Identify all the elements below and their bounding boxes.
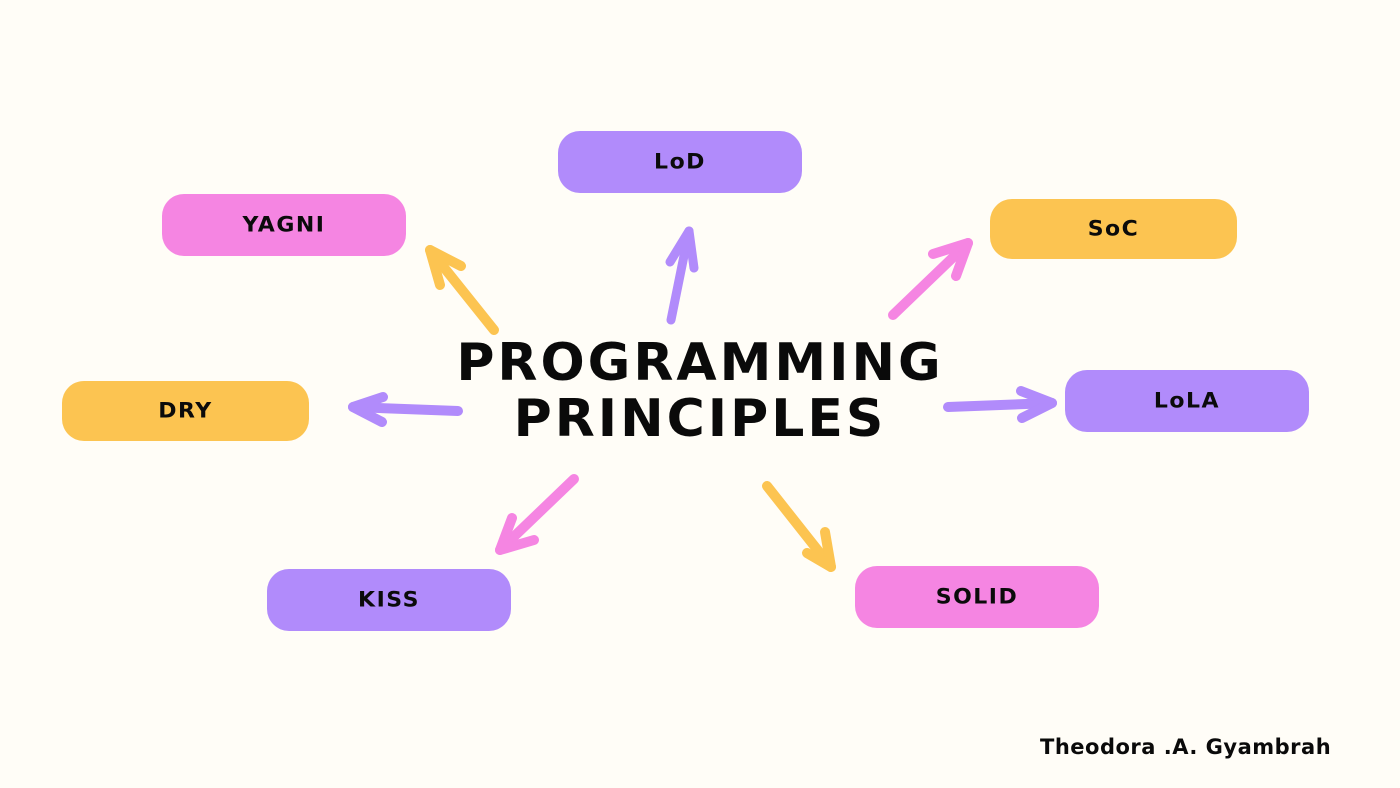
- node-soc-label: SoC: [1087, 217, 1140, 241]
- node-lod-label: LoD: [654, 150, 706, 174]
- node-yagni: YAGNI: [162, 194, 406, 256]
- node-lod: LoD: [558, 131, 802, 193]
- node-dry: DRY: [62, 381, 309, 441]
- title-line-1: PROGRAMMING: [456, 333, 944, 393]
- node-yagni-label: YAGNI: [242, 213, 326, 237]
- node-soc: SoC: [990, 199, 1237, 259]
- arrow-to-yagni-icon: [425, 245, 499, 335]
- arrow-to-solid-icon: [762, 481, 836, 572]
- arrow-to-soc-icon: [888, 238, 973, 320]
- node-dry-label: DRY: [158, 399, 213, 423]
- arrow-to-kiss-icon: [495, 474, 579, 555]
- arrow-to-lola-icon: [943, 386, 1057, 423]
- author-credit: Theodora .A. Gyambrah: [1040, 735, 1332, 759]
- node-solid: SOLID: [855, 566, 1099, 628]
- title-line-2: PRINCIPLES: [513, 389, 887, 449]
- node-lola: LoLA: [1065, 370, 1309, 432]
- node-kiss-label: KISS: [358, 588, 420, 612]
- node-solid-label: SOLID: [935, 585, 1019, 609]
- arrow-to-lod-icon: [665, 226, 699, 325]
- arrow-to-dry-icon: [348, 392, 463, 427]
- node-kiss: KISS: [267, 569, 511, 631]
- central-topic-title: PROGRAMMING PRINCIPLES: [455, 335, 945, 447]
- node-lola-label: LoLA: [1153, 389, 1221, 413]
